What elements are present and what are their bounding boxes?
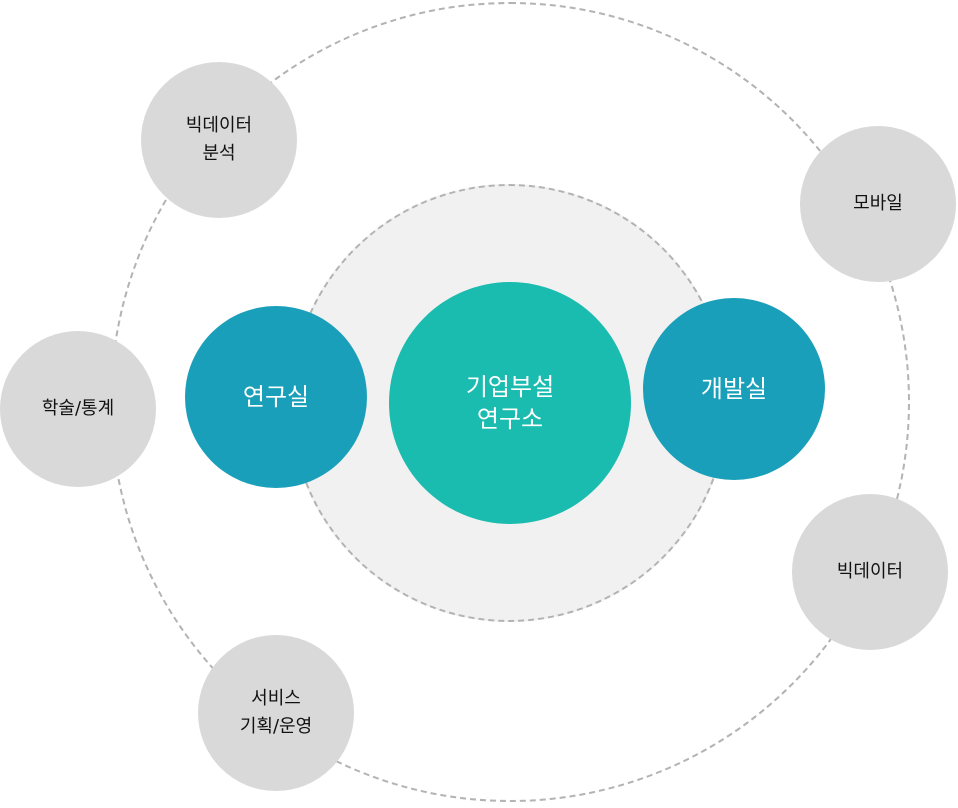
satellite-label-line: 빅데이터: [185, 115, 253, 136]
department-label: 연구실: [242, 383, 310, 411]
satellite-service-planning: 서비스 기획/운영: [198, 635, 354, 791]
satellite-bigdata-analysis: 빅데이터 분석: [141, 62, 297, 218]
satellite-academic-statistics: 학술/통계: [0, 331, 156, 487]
satellite-label-line: 빅데이터: [836, 561, 904, 582]
department-research-lab: 연구실: [185, 306, 367, 488]
satellite-label-line: 분석: [202, 143, 236, 164]
satellite-label-line: 기획/운영: [239, 716, 313, 737]
department-development-lab: 개발실: [643, 298, 825, 480]
department-label: 개발실: [700, 375, 768, 403]
core-corporate-research-institute: 기업부설 연구소: [389, 282, 631, 524]
satellite-label-line: 모바일: [853, 193, 903, 214]
core-label-line: 연구소: [476, 405, 544, 433]
core-label-line: 기업부설: [465, 373, 555, 401]
satellite-mobile: 모바일: [800, 126, 956, 282]
satellite-label-line: 학술/통계: [41, 398, 115, 419]
satellite-label-line: 서비스: [251, 688, 301, 709]
satellite-bigdata: 빅데이터: [792, 494, 948, 650]
